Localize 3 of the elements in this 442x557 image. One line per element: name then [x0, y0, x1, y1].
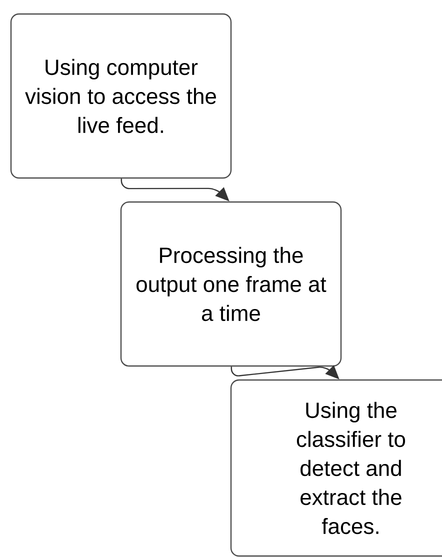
process-box: Processing the output one frame at a time — [120, 201, 342, 367]
process-box: Using computer vision to access the live feed. — [10, 13, 232, 179]
process-box: Using the classifier to detect and extract the faces. — [230, 379, 442, 557]
